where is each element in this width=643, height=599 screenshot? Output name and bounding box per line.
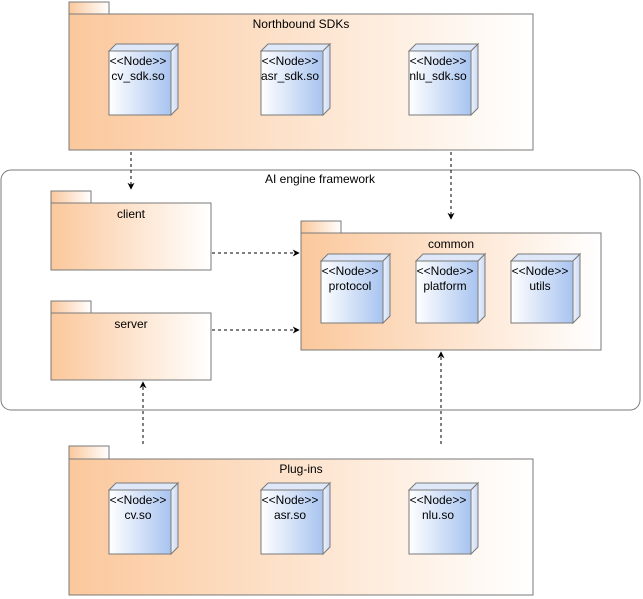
package-title-plugins: Plug-ins: [279, 462, 322, 476]
node-name: cv_sdk.so: [111, 69, 165, 83]
framework-title: AI engine framework: [265, 172, 376, 186]
node-stereotype: <<Node>>: [410, 54, 467, 68]
node-common-1: <<Node>>protocol: [319, 252, 392, 325]
node-stereotype: <<Node>>: [410, 493, 467, 507]
node-side-face: [470, 42, 479, 117]
node-side-face: [572, 252, 581, 325]
node-stereotype: <<Node>>: [512, 264, 569, 278]
node-top-face: [107, 482, 180, 491]
node-front-face: [408, 489, 472, 555]
node-common-2: <<Node>>platform: [414, 252, 487, 325]
node-top-face: [414, 253, 487, 262]
node-top-face: [509, 253, 582, 262]
package-client: client: [50, 190, 212, 271]
package-title-northbound: Northbound SDKs: [253, 17, 350, 31]
node-name: platform: [423, 279, 466, 293]
node-name: asr.so: [274, 508, 306, 522]
node-northbound-3: <<Node>>nlu_sdk.so: [407, 42, 480, 117]
node-top-face: [107, 43, 180, 52]
package-server: server: [50, 300, 212, 381]
node-front-face: [260, 50, 324, 116]
node-northbound-1: <<Node>>cv_sdk.so: [107, 42, 180, 117]
node-name: asr_sdk.so: [261, 69, 319, 83]
node-name: nlu_sdk.so: [409, 69, 467, 83]
node-side-face: [170, 42, 179, 117]
node-top-face: [319, 253, 392, 262]
node-front-face: [408, 50, 472, 116]
node-front-face: [260, 489, 324, 555]
nodes-layer: <<Node>>cv_sdk.so<<Node>>asr_sdk.so<<Nod…: [107, 42, 582, 556]
node-stereotype: <<Node>>: [262, 493, 319, 507]
dependency-arrows: [127, 152, 455, 444]
node-side-face: [470, 481, 479, 556]
node-stereotype: <<Node>>: [262, 54, 319, 68]
node-top-face: [407, 482, 480, 491]
package-title-common: common: [428, 237, 474, 251]
node-name: cv.so: [124, 508, 151, 522]
node-name: utils: [529, 279, 550, 293]
node-side-face: [477, 252, 486, 325]
node-top-face: [259, 43, 332, 52]
node-stereotype: <<Node>>: [110, 54, 167, 68]
node-front-face: [108, 50, 172, 116]
node-stereotype: <<Node>>: [417, 264, 474, 278]
package-title-client: client: [117, 207, 146, 221]
node-front-face: [510, 260, 574, 324]
node-northbound-2: <<Node>>asr_sdk.so: [259, 42, 332, 117]
node-common-3: <<Node>>utils: [509, 252, 582, 325]
node-stereotype: <<Node>>: [322, 264, 379, 278]
node-side-face: [322, 42, 331, 117]
node-front-face: [108, 489, 172, 555]
node-side-face: [170, 481, 179, 556]
node-stereotype: <<Node>>: [110, 493, 167, 507]
package-title-server: server: [114, 317, 147, 331]
node-front-face: [415, 260, 479, 324]
node-top-face: [407, 43, 480, 52]
node-plugins-1: <<Node>>cv.so: [107, 481, 180, 556]
node-top-face: [259, 482, 332, 491]
node-name: nlu.so: [422, 508, 454, 522]
node-side-face: [322, 481, 331, 556]
node-plugins-2: <<Node>>asr.so: [259, 481, 332, 556]
node-side-face: [382, 252, 391, 325]
node-plugins-3: <<Node>>nlu.so: [407, 481, 480, 556]
node-name: protocol: [329, 279, 372, 293]
node-front-face: [320, 260, 384, 324]
